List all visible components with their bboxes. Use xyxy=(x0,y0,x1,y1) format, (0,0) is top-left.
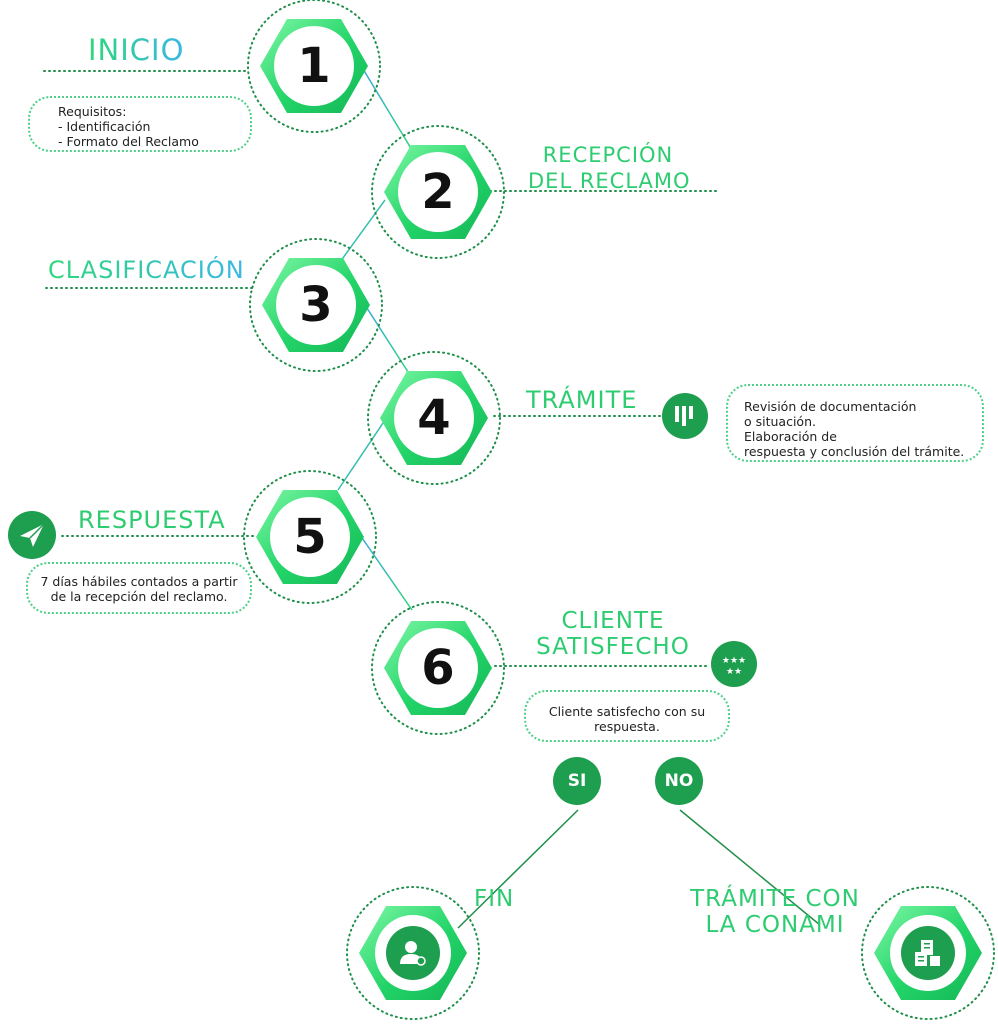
step-node-5 xyxy=(243,470,377,604)
choice-no-badge: NO xyxy=(655,757,703,805)
dotted-leaders xyxy=(43,70,719,667)
note-tramite-line-2: o situación. xyxy=(744,414,816,429)
step-number-3: 3 xyxy=(299,277,333,333)
title-cliente-line-1: CLIENTE xyxy=(561,608,665,634)
paper-plane-icon xyxy=(8,511,56,559)
five-stars-icon: ★★★ ★★ xyxy=(711,641,757,687)
title-recepcion-line-2: DEL RECLAMO xyxy=(528,169,691,193)
title-recepcion-line-1: RECEPCIÓN xyxy=(542,143,674,167)
connector-si-fin xyxy=(457,809,579,929)
step-connectors xyxy=(337,63,821,929)
title-cliente-line-2: SATISFECHO xyxy=(536,634,690,660)
note-requisitos-item-1: - Identificación xyxy=(58,119,151,134)
note-respuesta-line-1: 7 días hábiles contados a partir xyxy=(40,574,238,589)
note-cliente-line-1: Cliente satisfecho con su xyxy=(548,704,706,719)
svg-text:★★★: ★★★ xyxy=(722,656,746,666)
title-respuesta: RESPUESTA xyxy=(78,506,226,534)
title-clasificacion: CLASIFICACIÓN xyxy=(48,256,245,284)
note-respuesta: 7 días hábiles contados a partir de la r… xyxy=(26,562,252,614)
outcome-node-fin xyxy=(346,886,480,1020)
step-nodes xyxy=(243,0,995,1020)
note-tramite: Revisión de documentación o situación. E… xyxy=(726,384,984,462)
note-cliente: Cliente satisfecho con su respuesta. xyxy=(524,690,730,742)
step-node-1 xyxy=(247,0,381,133)
title-conami: TRÁMITE CON LA CONAMI xyxy=(680,886,870,938)
step-number-6: 6 xyxy=(421,640,455,696)
title-cliente-satisfecho: CLIENTE SATISFECHO xyxy=(522,608,704,660)
note-tramite-line-3: Elaboración de xyxy=(744,429,837,444)
title-fin: FIN xyxy=(474,886,515,912)
svg-text:★★: ★★ xyxy=(726,667,742,677)
connector-no-conami xyxy=(679,809,821,926)
step-node-4 xyxy=(367,351,501,485)
note-requisitos: Requisitos: - Identificación - Formato d… xyxy=(28,96,252,152)
connector-3-4 xyxy=(364,304,411,376)
title-tramite: TRÁMITE xyxy=(526,386,638,414)
bar-chart-icon xyxy=(662,393,708,439)
connector-2-3 xyxy=(339,199,386,263)
step-node-2 xyxy=(371,125,505,259)
title-conami-line-1: TRÁMITE CON xyxy=(690,886,860,912)
choice-si-badge: SI xyxy=(553,757,601,805)
connector-4-5 xyxy=(337,419,386,491)
step-number-4: 4 xyxy=(417,390,451,446)
note-respuesta-line-2: de la recepción del reclamo. xyxy=(50,589,228,604)
documents-icon xyxy=(915,940,940,966)
step-node-3 xyxy=(249,238,383,372)
title-recepcion: RECEPCIÓN DEL RECLAMO xyxy=(528,142,691,194)
note-tramite-line-4: respuesta y conclusión del trámite. xyxy=(744,444,965,459)
step-node-6 xyxy=(371,601,505,735)
connector-5-6 xyxy=(359,534,413,611)
note-cliente-line-2: respuesta. xyxy=(594,719,660,734)
title-conami-line-2: LA CONAMI xyxy=(705,912,845,938)
step-number-5: 5 xyxy=(293,509,327,565)
note-tramite-line-1: Revisión de documentación xyxy=(744,399,917,414)
step-number-2: 2 xyxy=(421,164,455,220)
title-inicio: INICIO xyxy=(88,33,185,67)
step-number-1: 1 xyxy=(297,38,331,94)
note-requisitos-heading: Requisitos: xyxy=(58,104,127,119)
connector-1-2 xyxy=(359,63,413,151)
user-check-icon xyxy=(400,941,426,966)
note-requisitos-item-2: - Formato del Reclamo xyxy=(58,134,199,149)
